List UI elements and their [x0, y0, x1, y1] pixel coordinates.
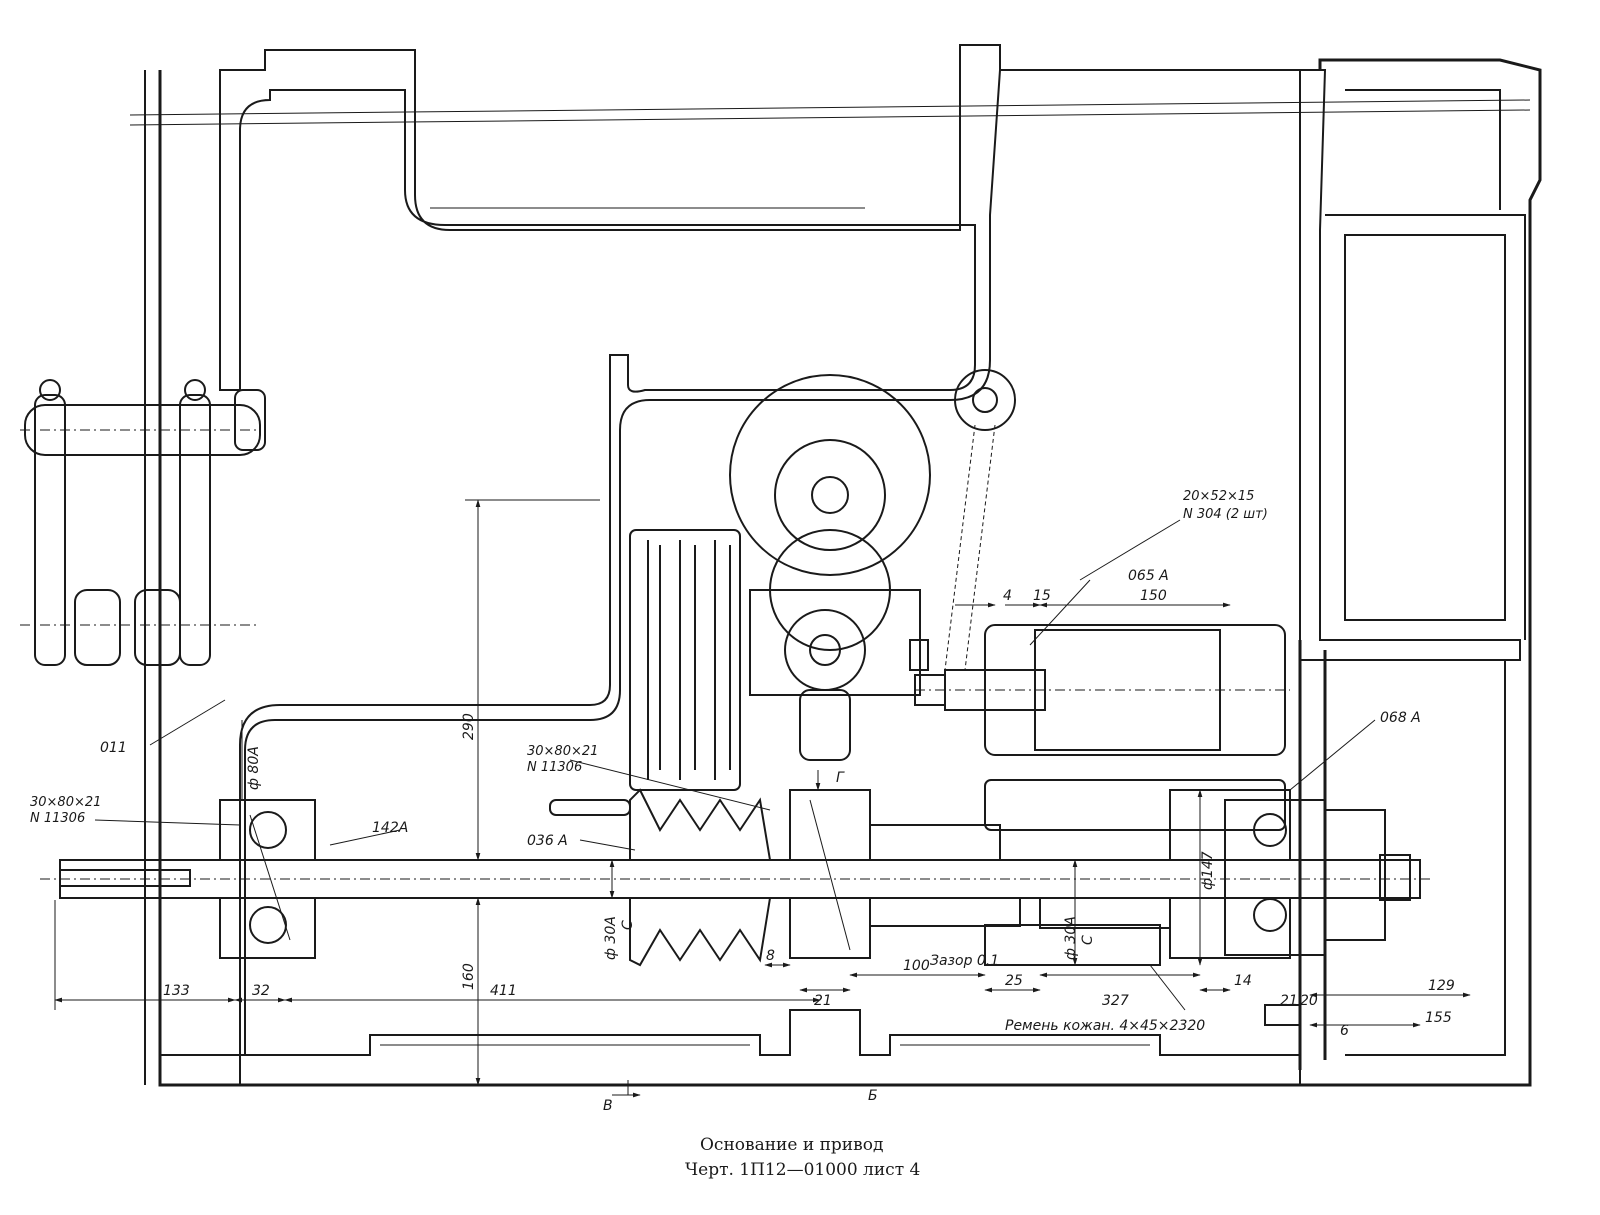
dim-8: 8	[766, 948, 775, 964]
dim-150: 150	[1140, 588, 1167, 604]
dim-133: 133	[163, 983, 190, 999]
callout-bearing-motor-l2: N 304 (2 шт)	[1183, 507, 1268, 522]
callout-pulley: 036 A	[527, 833, 568, 849]
dim-327: 327	[1102, 993, 1129, 1009]
callout-bearing-left-l2: N 11306	[30, 811, 85, 826]
left-wall	[159, 44, 1521, 1086]
fit-c-left: C	[620, 920, 636, 930]
left-bearing-housing	[219, 799, 316, 959]
section-marker-v: В	[603, 1098, 613, 1114]
dim-15: 15	[1033, 588, 1051, 604]
section-marker-g: Г	[836, 770, 845, 786]
callout-gap: Зазор 0.1	[930, 953, 999, 969]
caption-title: Основание и привод	[700, 1135, 883, 1155]
motor-065A	[914, 369, 1290, 756]
fit-c-right: C	[1080, 935, 1096, 945]
bottom-slab	[159, 1009, 1301, 1086]
callout-bearing-center-l1: 30×80×21	[527, 744, 598, 759]
dim-129: 129	[1428, 978, 1455, 994]
diameter-147: ф147	[1200, 851, 1216, 890]
dim-21a: 21	[814, 993, 832, 1009]
dim-160: 160	[461, 963, 477, 990]
caption-subtitle: Черт. 1П12—01000 лист 4	[685, 1160, 920, 1180]
dim-100: 100	[903, 958, 930, 974]
dim-290: 290	[461, 713, 477, 740]
callout-bearing-center-l2: N 11306	[527, 760, 582, 775]
base-casing	[129, 44, 1542, 1087]
dim-411: 411	[490, 983, 517, 999]
dimension-lines	[54, 499, 1471, 1098]
dim-21b: 21	[1280, 993, 1298, 1009]
diameter-30-right: ф 30A	[1063, 916, 1079, 960]
dim-4: 4	[1003, 588, 1012, 604]
gear-train	[729, 374, 931, 761]
callout-motor: 065 A	[1128, 568, 1169, 584]
callout-shaft: 142A	[372, 820, 408, 836]
dim-25: 25	[1005, 973, 1023, 989]
callout-bearing-left-l1: 30×80×21	[30, 795, 101, 810]
pulley-036A	[549, 529, 772, 967]
callout-bearing-motor-l1: 20×52×15	[1183, 489, 1254, 504]
center-bearing	[789, 789, 1021, 959]
clutch-068A	[984, 779, 1411, 1026]
lever-mechanism	[20, 379, 266, 666]
diameter-30-left: ф 30A	[603, 916, 619, 960]
callout-clutch: 068 A	[1380, 710, 1421, 726]
callout-belt: Ремень кожан. 4×45×2320	[1005, 1018, 1205, 1034]
callout-body: 011	[100, 740, 127, 756]
main-shaft	[40, 859, 1430, 899]
dim-6: 6	[1340, 1023, 1349, 1039]
diameter-80: ф 80A	[246, 746, 262, 790]
section-marker-b: Б	[868, 1088, 878, 1104]
dim-155: 155	[1425, 1010, 1452, 1026]
dim-32: 32	[252, 983, 270, 999]
dim-14: 14	[1234, 973, 1252, 989]
dim-20: 20	[1300, 993, 1318, 1009]
